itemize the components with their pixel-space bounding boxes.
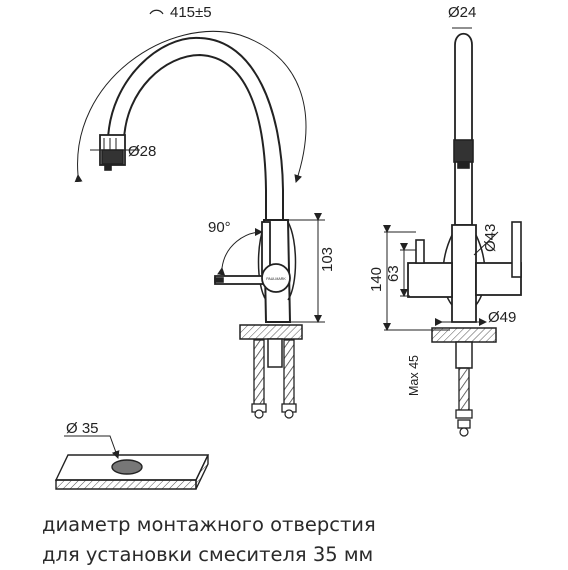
base-plate [239,324,303,340]
front-handle-left [407,262,453,298]
hose-left [253,339,265,407]
label-rotation-angle: 90° [208,219,231,236]
label-spout-diameter: Ø24 [448,4,476,21]
front-view [383,27,522,437]
caption-line-2: для установки смесителя 35 мм [42,543,374,566]
side-view [74,30,325,419]
angle-arc [217,228,263,276]
front-base-plate [431,327,497,343]
front-hose [458,367,470,413]
mounting-hole [111,459,143,475]
countertop-hole-diagram [54,435,210,490]
brand-label: PAULMARK [266,277,286,281]
hose-right [283,339,295,407]
front-handle-right [475,262,522,296]
label-base-diameter-49: Ø49 [488,309,516,326]
brand-disc [261,263,291,293]
dimension-labels: 415±5 Ø24 Ø28 90° 103 140 63 Ø43 Ø49 Max… [66,4,516,437]
label-height-140: 140 [368,267,385,292]
label-body-height-103: 103 [319,247,336,272]
reach-arc [74,30,307,183]
label-aerator-diameter: Ø28 [128,143,156,160]
front-spout [454,32,473,226]
label-spout-reach: 415±5 [170,4,212,21]
label-height-63: 63 [385,265,402,282]
label-body-diameter-43: Ø43 [482,224,499,252]
spout-tube [107,36,284,222]
caption-line-1: диаметр монтажного отверстия [42,513,376,536]
label-hole-diameter: Ø 35 [66,420,99,437]
label-max-thickness: Max 45 [407,355,421,396]
